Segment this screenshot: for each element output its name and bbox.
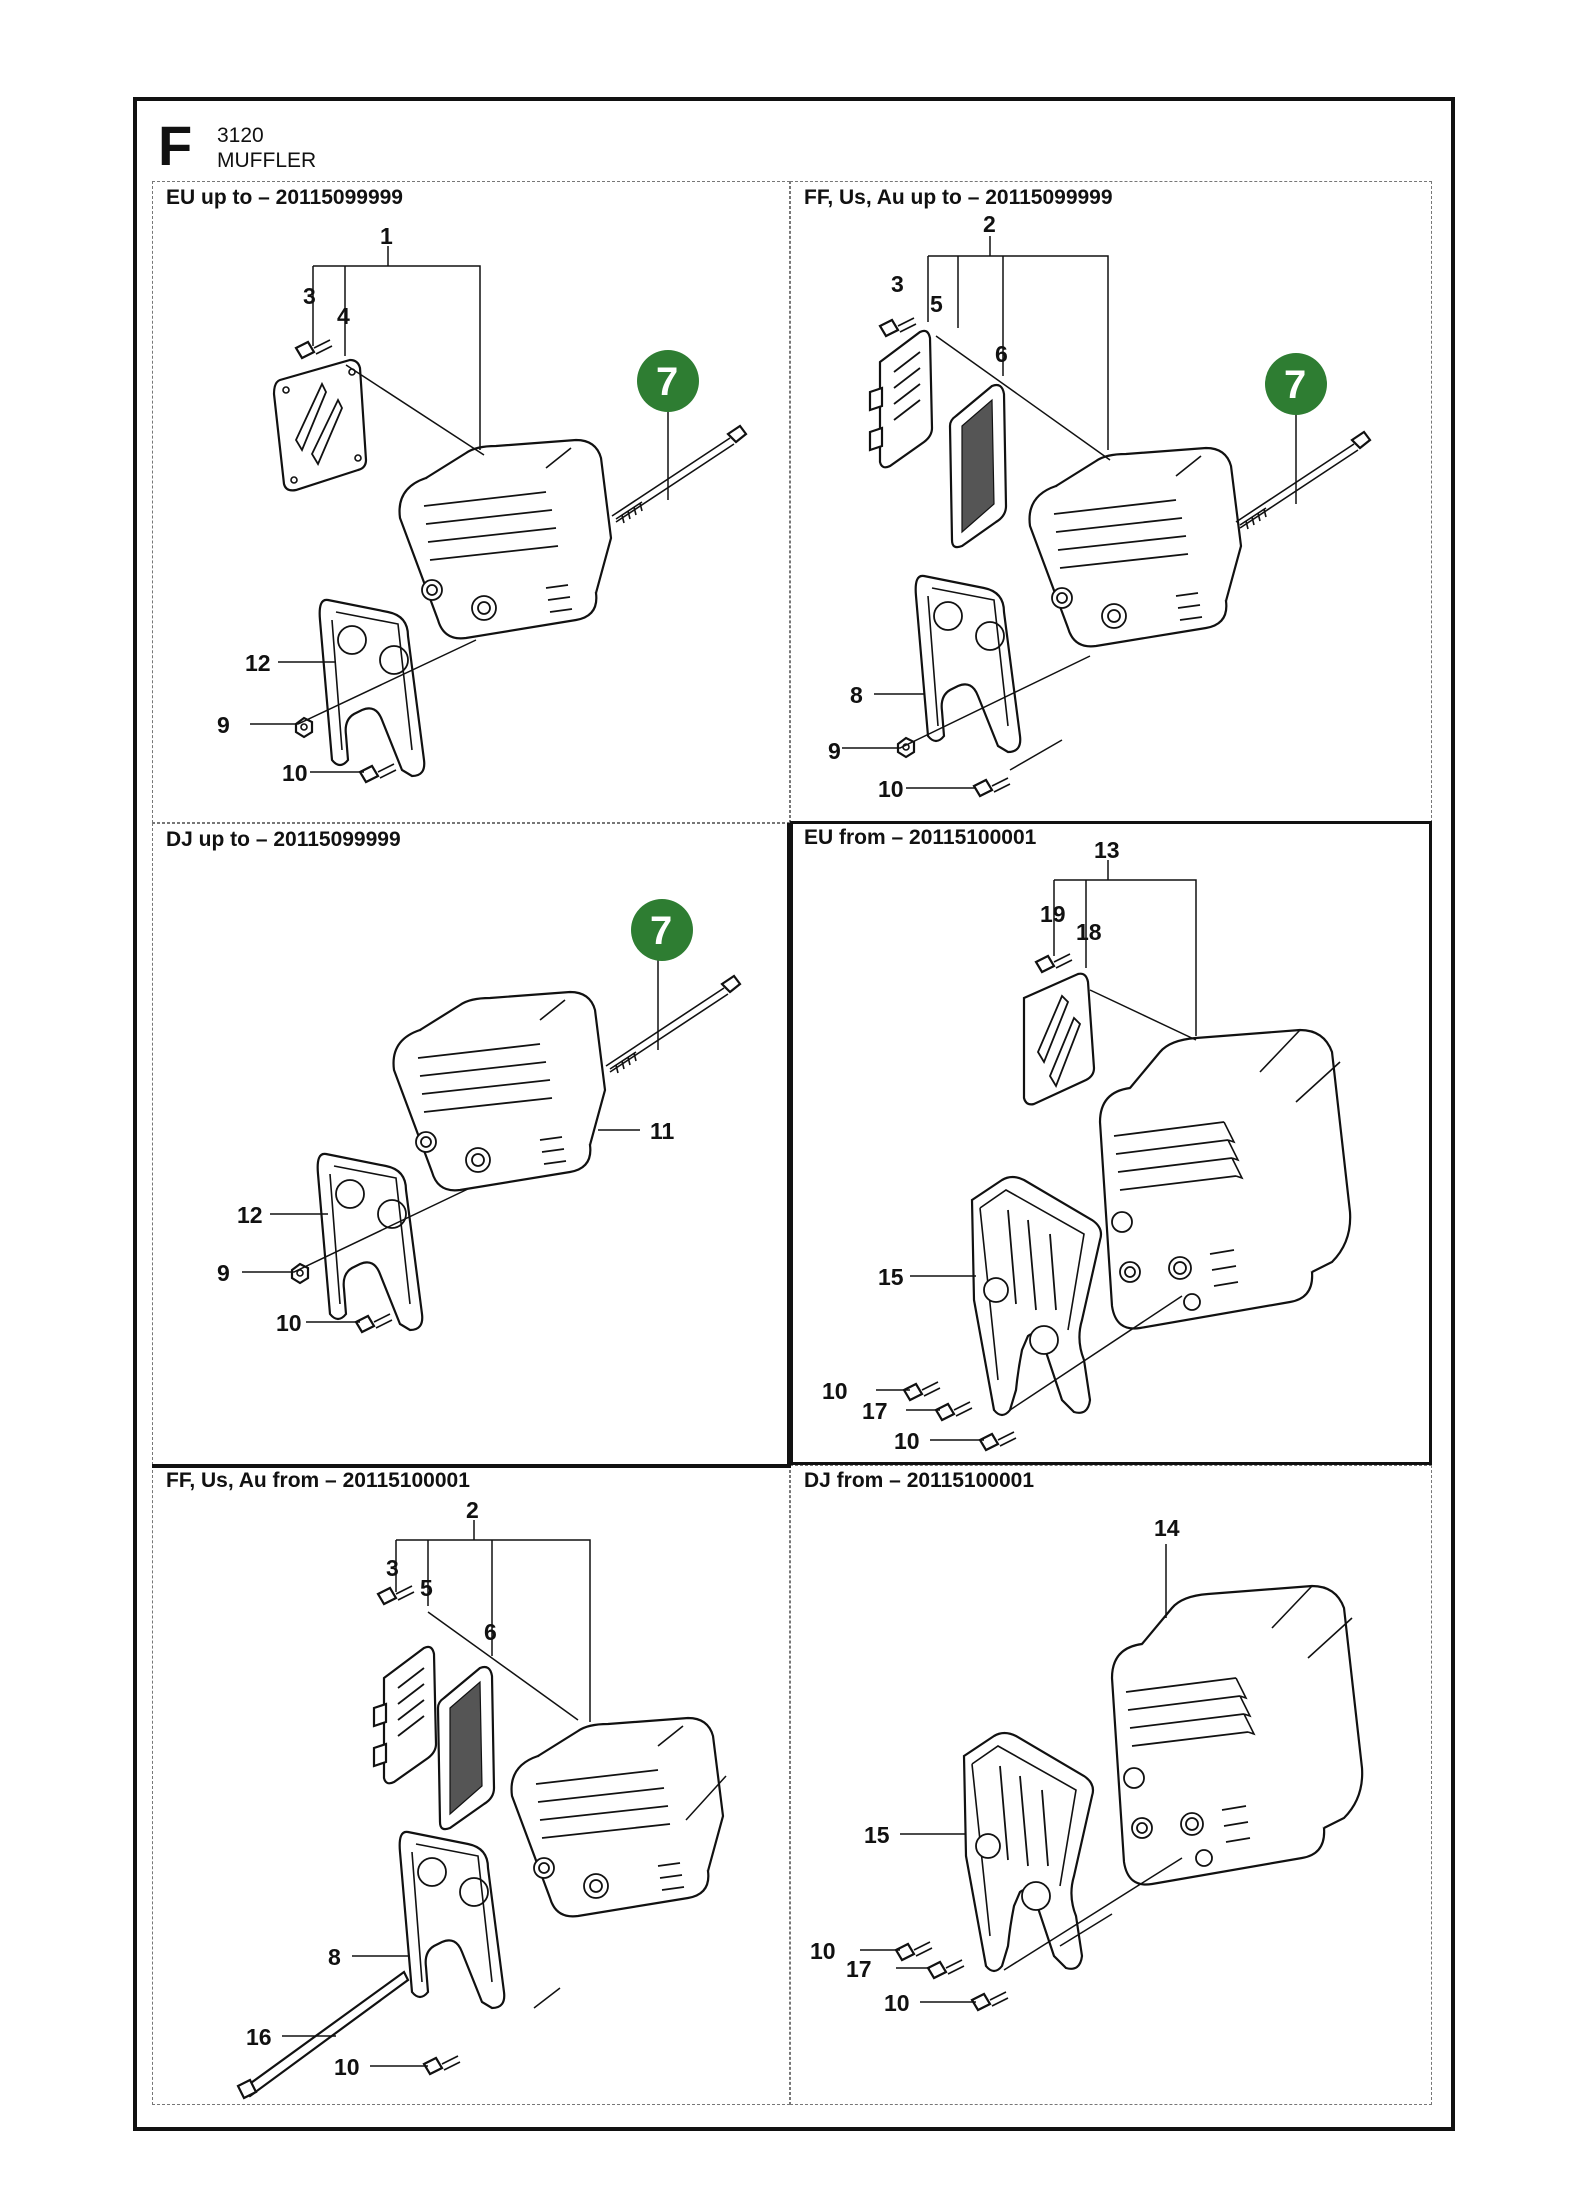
callout-15: 15	[864, 1822, 890, 1848]
callout-17: 17	[846, 1956, 872, 1982]
dj-up-to-emphasis-right	[787, 823, 791, 1468]
panel-label-ff-us-au-up-to: FF, Us, Au up to – 20115099999	[804, 186, 1113, 209]
callout-3: 3	[386, 1555, 399, 1581]
panel-label-eu-up-to: EU up to – 20115099999	[166, 186, 403, 209]
callout-2: 2	[466, 1497, 479, 1523]
callout-8: 8	[850, 682, 863, 708]
callout-4: 4	[337, 303, 350, 329]
callout-8: 8	[328, 1944, 341, 1970]
panel-6-drawing	[860, 1544, 1364, 2012]
callout-16: 16	[246, 2024, 272, 2050]
callout-11: 11	[650, 1118, 675, 1144]
callout-7: 7	[656, 360, 678, 404]
callout-5: 5	[420, 1575, 433, 1601]
section-title: MUFFLER	[217, 149, 317, 172]
callout-9: 9	[828, 738, 841, 764]
callout-10: 10	[276, 1310, 302, 1336]
callout-7-badge	[637, 350, 699, 412]
callout-10: 10	[282, 760, 308, 786]
callout-12: 12	[245, 650, 271, 676]
callout-10: 10	[878, 776, 904, 802]
callout-3: 3	[303, 283, 316, 309]
panel-label-ff-us-au-from: FF, Us, Au from – 20115100001	[166, 1469, 470, 1492]
callout-10: 10	[884, 1990, 910, 2016]
callout-9: 9	[217, 712, 230, 738]
section-letter: F	[158, 114, 193, 177]
diagram-frame	[133, 97, 1455, 2131]
callout-14: 14	[1154, 1515, 1180, 1541]
callout-3: 3	[891, 271, 904, 297]
callout-10: 10	[822, 1378, 848, 1404]
callout-7: 7	[1284, 363, 1306, 407]
callout-7: 7	[650, 909, 672, 953]
panel-4-drawing	[876, 860, 1352, 1452]
panel-dj-from	[790, 1465, 1432, 2105]
panel-eu-from	[790, 821, 1432, 1465]
callout-1: 1	[380, 223, 393, 249]
panel-eu-up-to	[152, 181, 790, 823]
panel-5-drawing	[236, 1520, 727, 2100]
panel-2-drawing	[842, 236, 1372, 798]
callout-18: 18	[1076, 919, 1102, 945]
callout-7-badge	[1265, 353, 1327, 415]
panel-3-drawing	[242, 899, 742, 1334]
panel-label-dj-up-to: DJ up to – 20115099999	[166, 828, 401, 851]
section-code: 3120	[217, 124, 264, 147]
callout-13: 13	[1094, 837, 1120, 863]
callout-5: 5	[930, 291, 943, 317]
panel-label-dj-from: DJ from – 20115100001	[804, 1469, 1035, 1492]
callout-6: 6	[484, 1619, 497, 1645]
callout-10: 10	[894, 1428, 920, 1454]
panel-1-drawing	[250, 246, 748, 784]
callout-9: 9	[217, 1260, 230, 1286]
callout-17: 17	[862, 1398, 888, 1424]
callout-12: 12	[237, 1202, 263, 1228]
callout-6: 6	[995, 341, 1008, 367]
callout-19: 19	[1040, 901, 1066, 927]
callout-10: 10	[334, 2054, 360, 2080]
dj-up-to-emphasis-bottom	[152, 1464, 790, 1468]
callout-7-badge	[631, 899, 693, 961]
callout-10: 10	[810, 1938, 836, 1964]
callout-15: 15	[878, 1264, 904, 1290]
callout-2: 2	[983, 211, 996, 237]
panel-label-eu-from: EU from – 20115100001	[804, 826, 1037, 849]
